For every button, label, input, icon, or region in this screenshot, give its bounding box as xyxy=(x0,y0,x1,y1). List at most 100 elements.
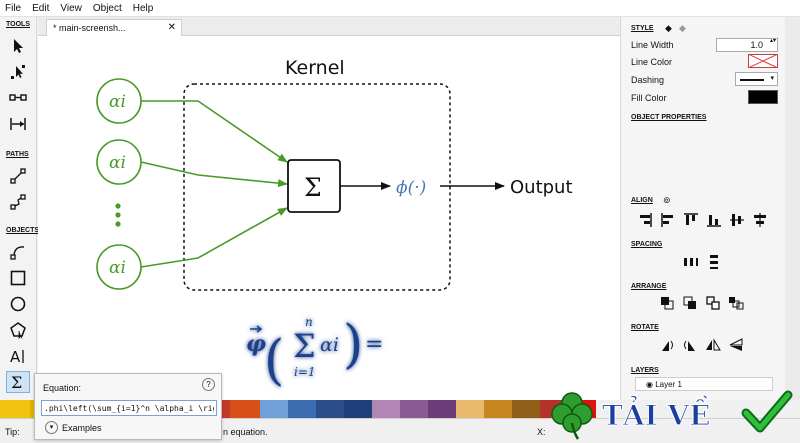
align-right-icon[interactable] xyxy=(633,211,656,229)
input-edge-3[interactable] xyxy=(140,207,288,268)
phi-label[interactable]: ϕ(·) xyxy=(396,178,426,198)
close-tab-icon[interactable]: ✕ xyxy=(167,22,176,33)
menu-file[interactable]: File xyxy=(5,2,22,14)
svg-text:Σ: Σ xyxy=(11,373,22,391)
clover-icon xyxy=(551,392,593,440)
align-left-icon[interactable] xyxy=(656,211,679,229)
rotate-right-icon[interactable] xyxy=(678,336,701,354)
color-swatch[interactable] xyxy=(428,400,456,418)
input-label-2: αi xyxy=(109,153,126,173)
node-pointer-icon xyxy=(11,65,25,79)
dashing-select[interactable]: ▾ xyxy=(735,72,778,86)
sum-symbol: Σ xyxy=(304,173,322,202)
color-swatch[interactable] xyxy=(484,400,512,418)
align-center-v-icon[interactable] xyxy=(725,211,748,229)
bring-to-front-icon[interactable] xyxy=(655,294,678,312)
text-tool[interactable]: A xyxy=(6,345,30,367)
flip-vertical-icon[interactable] xyxy=(724,336,747,354)
layer-row[interactable]: ◉ Layer 1 xyxy=(635,377,773,391)
menu-help[interactable]: Help xyxy=(132,2,154,14)
menu-object[interactable]: Object xyxy=(92,2,122,14)
tools-section-label: TOOLS xyxy=(6,21,30,28)
node-edit-tool[interactable] xyxy=(6,61,30,83)
layers-section-label: LAYERS xyxy=(631,367,659,374)
bezier-path-tool[interactable] xyxy=(6,191,30,213)
color-swatch[interactable] xyxy=(230,400,260,418)
flip-horizontal-icon[interactable] xyxy=(701,336,724,354)
formula-phi: φ xyxy=(246,331,266,357)
output-label[interactable]: Output xyxy=(510,177,573,198)
equation-label: Equation: xyxy=(43,383,82,393)
space-horizontal-icon[interactable] xyxy=(679,253,702,271)
drawing-canvas[interactable]: Kernel αi αi αi Σ ϕ(·) Output φ ( n Σ i=… xyxy=(38,36,620,400)
color-swatch[interactable] xyxy=(0,400,30,418)
formula-right-paren: ) xyxy=(343,315,363,375)
line-color-swatch[interactable] xyxy=(748,54,778,68)
input-edge-1[interactable] xyxy=(141,100,288,163)
panel-scrollbar[interactable] xyxy=(785,17,800,400)
spacing-buttons xyxy=(679,253,725,271)
color-swatch[interactable] xyxy=(400,400,428,418)
paths-section-label: PATHS xyxy=(6,151,29,158)
rotate-buttons xyxy=(655,336,747,354)
polygon-icon xyxy=(10,322,26,339)
line-width-spinner[interactable]: 1.0 xyxy=(716,38,778,52)
circle-icon xyxy=(10,296,26,312)
rectangle-tool[interactable] xyxy=(6,267,30,289)
style-paint-icon[interactable]: ◆ xyxy=(665,23,672,33)
formula-upper-limit: n xyxy=(305,315,313,329)
color-swatch[interactable] xyxy=(288,400,316,418)
input-edge-2[interactable] xyxy=(140,161,288,188)
curve-tool[interactable] xyxy=(6,241,30,263)
color-swatch[interactable] xyxy=(456,400,484,418)
dashing-label: Dashing xyxy=(631,75,665,85)
menu-view[interactable]: View xyxy=(60,2,82,14)
kernel-title[interactable]: Kernel xyxy=(285,57,345,79)
equation-tool[interactable]: Σ xyxy=(6,371,30,393)
style-copy-icon[interactable]: ◆ xyxy=(679,23,686,33)
equation-input[interactable] xyxy=(41,400,217,416)
rotate-left-icon[interactable] xyxy=(655,336,678,354)
fill-color-label: Fill Color xyxy=(631,93,667,103)
input-label-3: αi xyxy=(109,258,126,278)
equation-object[interactable]: φ ( n Σ i=1 αi ) = xyxy=(246,315,383,392)
connector-tool[interactable] xyxy=(6,87,30,109)
align-settings-icon[interactable]: ⊚ xyxy=(663,195,671,205)
document-tabbar: * main-screensh... ✕ xyxy=(38,17,620,36)
ellipsis-dot xyxy=(115,203,121,209)
menu-edit[interactable]: Edit xyxy=(32,2,50,14)
align-top-icon[interactable] xyxy=(679,211,702,229)
color-swatch[interactable] xyxy=(344,400,372,418)
ellipse-tool[interactable] xyxy=(6,293,30,315)
select-tool[interactable] xyxy=(6,35,30,57)
help-icon[interactable]: ? xyxy=(202,378,215,391)
chevron-down-icon: ▾ xyxy=(45,421,58,434)
pointer-icon xyxy=(14,39,23,53)
align-center-h-icon[interactable] xyxy=(748,211,771,229)
eye-icon[interactable]: ◉ xyxy=(646,380,656,389)
bring-forward-icon[interactable] xyxy=(678,294,701,312)
color-swatch[interactable] xyxy=(316,400,344,418)
menu-bar: File Edit View Object Help xyxy=(0,0,800,17)
fill-color-swatch[interactable] xyxy=(748,90,778,104)
rotate-section-label: ROTATE xyxy=(631,324,659,331)
kernel-box[interactable] xyxy=(183,83,451,291)
color-swatch[interactable] xyxy=(512,400,540,418)
send-backward-icon[interactable] xyxy=(701,294,724,312)
color-swatch[interactable] xyxy=(222,400,230,418)
color-swatch[interactable] xyxy=(260,400,288,418)
polygon-tool[interactable] xyxy=(6,319,30,341)
watermark-text: TẢI VỀ xyxy=(602,395,710,432)
align-bottom-icon[interactable] xyxy=(702,211,725,229)
line-color-label: Line Color xyxy=(631,57,673,67)
line-path-tool[interactable] xyxy=(6,165,30,187)
send-to-back-icon[interactable] xyxy=(724,294,747,312)
space-vertical-icon[interactable] xyxy=(702,253,725,271)
dimension-tool[interactable] xyxy=(6,113,30,135)
color-swatch[interactable] xyxy=(372,400,400,418)
formula-left-paren: ( xyxy=(264,328,284,391)
document-tab[interactable]: * main-screensh... ✕ xyxy=(46,19,182,36)
examples-toggle[interactable]: ▾ Examples xyxy=(45,421,102,434)
tools-toolbar: TOOLS PATHS OBJECTS A Σ xyxy=(0,17,39,400)
tab-title: * main-screensh... xyxy=(53,23,126,33)
